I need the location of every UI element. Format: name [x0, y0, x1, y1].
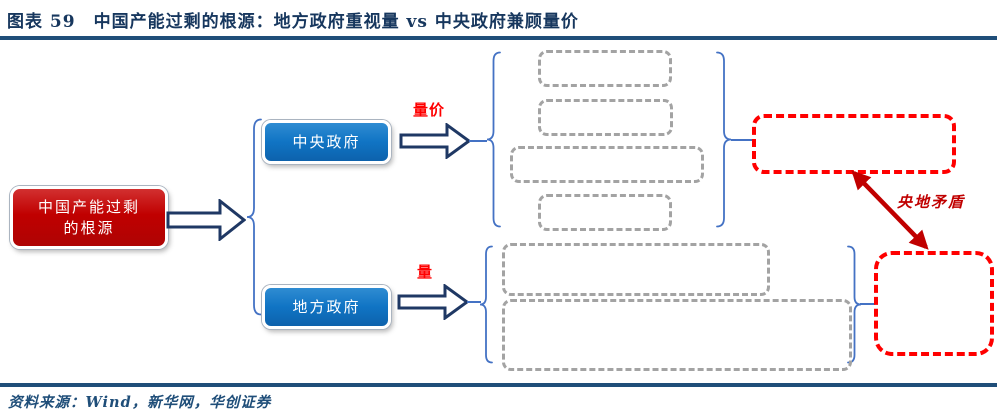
source-note: 资料来源：Wind，新华网，华创证券	[8, 394, 272, 411]
local-gov-box: 地方政府	[262, 285, 391, 329]
root-cause-line1: 中国产能过剩	[37, 198, 140, 217]
root-cause-box: 中国产能过剩 的根源	[10, 186, 168, 249]
figure-label: 图表 59	[7, 12, 76, 32]
central-group-brace-right-icon	[716, 51, 732, 228]
local-outcome-box	[874, 251, 994, 356]
central-factor-box-2	[538, 99, 673, 136]
central-factor-box-3	[510, 146, 704, 183]
conflict-label: 央地矛盾	[897, 193, 966, 211]
central-group-brace-left-icon	[486, 51, 501, 228]
central-gov-label: 中央政府	[292, 132, 361, 151]
local-arrow-label: 量	[417, 263, 434, 281]
local-connector	[467, 301, 481, 303]
local-gov-label: 地方政府	[292, 297, 361, 316]
local-to-outcome-connector	[860, 303, 875, 305]
central-to-outcome-connector	[731, 139, 753, 141]
local-factor-box-2	[502, 299, 852, 371]
central-factor-box-1	[538, 50, 672, 87]
central-arrow-label: 量价	[413, 101, 446, 119]
central-flow-arrow-icon	[399, 123, 471, 159]
local-group-brace-left-icon	[479, 245, 493, 364]
local-flow-arrow-icon	[397, 284, 469, 320]
conflict-double-arrow-icon	[851, 170, 929, 250]
header-divider	[0, 36, 997, 40]
root-cause-line2: 的根源	[63, 218, 115, 237]
footer-divider	[0, 383, 997, 387]
root-flow-arrow-icon	[166, 199, 246, 241]
figure-title: 图表 59 中国产能过剩的根源：地方政府重视量 vs 中央政府兼顾量价	[7, 7, 579, 32]
split-brace-icon	[246, 118, 262, 316]
central-connector	[469, 140, 487, 142]
figure-title-text: 中国产能过剩的根源：地方政府重视量 vs 中央政府兼顾量价	[93, 12, 579, 32]
local-factor-box-1	[502, 243, 770, 296]
central-factor-box-4	[538, 194, 672, 231]
central-gov-box: 中央政府	[262, 120, 391, 164]
